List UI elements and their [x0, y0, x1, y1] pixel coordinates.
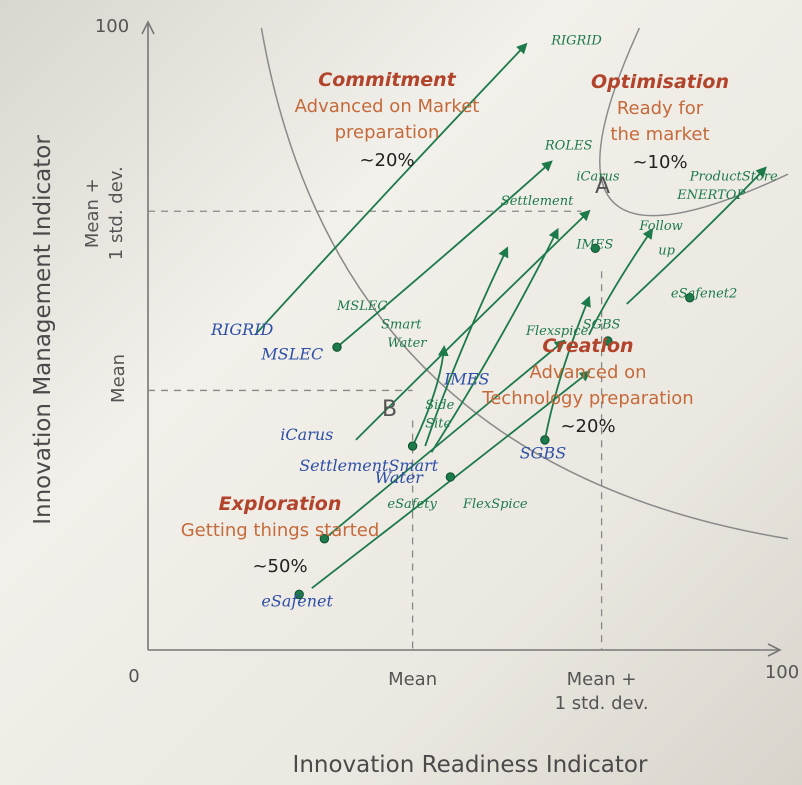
quadrant-line2-0: preparation [335, 122, 440, 143]
data-point-7 [685, 293, 695, 303]
data-point-4 [540, 435, 550, 445]
annotation-green-12: eSafenet2 [671, 287, 737, 302]
annotation-green-16: Site [425, 417, 451, 432]
quadrant-line1-2: Advanced on [529, 362, 646, 383]
quadrant-title-1: Optimisation [591, 71, 729, 93]
boundary-curve-b [260, 27, 789, 540]
data-point-1 [407, 441, 418, 451]
annotation-green-10: Smart [381, 318, 422, 333]
quadrant-line1-0: Advanced on Market [295, 96, 480, 117]
annotation-blue-1: MSLEC [260, 345, 323, 364]
annotation-green-11: Water [387, 336, 427, 351]
arrow-5 [430, 227, 559, 453]
arrow-0 [254, 42, 528, 336]
quadrant-title-3: Exploration [219, 493, 342, 515]
y-tick-100: 100 [95, 16, 129, 37]
x-tick-0: 0 [128, 666, 139, 687]
y-tick-mean-std: Mean +1 std. dev. [82, 166, 127, 260]
annotation-green-9: MSLEC [336, 299, 387, 314]
annotation-blue-5: IMES [443, 369, 489, 388]
annotation-green-18: FlexSpice [462, 497, 528, 512]
quadrant-line1-3: Getting things started [181, 520, 380, 541]
quadrant-title-0: Commitment [318, 69, 456, 91]
arrow-6 [323, 339, 566, 540]
x-tick-mean: Mean [388, 669, 437, 690]
annotation-blue-6: eSafenet [261, 592, 333, 611]
annotation-green-15: Side [425, 398, 454, 413]
y-tick-mean-std-text: Mean +1 std. dev. [82, 166, 127, 260]
y-tick-mean: Mean [108, 354, 129, 403]
data-point-6 [603, 336, 613, 346]
data-point-2 [319, 534, 330, 544]
quadrant-title-2: Creation [542, 335, 633, 357]
annotation-blue-4: Water [375, 468, 424, 487]
quadrant-line2-2: Technology preparation [481, 388, 693, 409]
annotation-green-1: ROLES [544, 138, 593, 153]
quadrant-line2-1: the market [610, 124, 709, 145]
annotation-green-2: iCarus [576, 169, 619, 184]
annotation-green-5: Settlement [501, 194, 574, 209]
data-point-0 [332, 342, 342, 352]
x-tick-mean-std: Mean +1 std. dev. [555, 669, 649, 714]
annotation-blue-3: SettlementSmart [299, 456, 439, 475]
annotation-green-0: RIGRID [550, 33, 602, 48]
y-tick-mean-text: Mean [108, 354, 129, 403]
quadrant-pct-0: ~20% [359, 150, 414, 171]
marker-a: A [595, 174, 610, 199]
quadrant-line1-1: Ready for [617, 98, 704, 119]
annotation-green-3: ProductStore [689, 169, 778, 184]
annotation-green-14: Flexspice [525, 324, 589, 339]
arrow-3 [411, 345, 449, 447]
annotation-blue-2: iCarus [280, 425, 333, 444]
x-axis-title: Innovation Readiness Indicator [293, 752, 648, 778]
annotation-blue-7: SGBS [520, 443, 567, 462]
arrow-1 [336, 160, 553, 348]
annotation-green-6: IMES [575, 237, 613, 252]
arrow-2 [424, 246, 509, 447]
annotation-green-7: Follow [638, 219, 682, 234]
boundary-curve-a [599, 27, 789, 217]
y-axis-arrow [141, 20, 155, 35]
arrow-8 [544, 295, 591, 441]
annotation-blue-0: RIGRID [210, 320, 274, 339]
annotation-green-13: SGBS [583, 318, 621, 333]
annotation-green-8: up [658, 243, 675, 258]
x-axis-arrow [767, 643, 782, 657]
arrow-9 [626, 166, 767, 305]
data-point-8 [590, 243, 600, 254]
quadrant-pct-2: ~20% [560, 416, 615, 437]
marker-b: B [382, 397, 397, 422]
annotation-green-4: ENERTOP [676, 188, 745, 203]
quadrant-pct-3: ~50% [252, 556, 307, 577]
annotation-green-17: eSafety [387, 497, 437, 512]
arrow-10 [588, 227, 654, 336]
arrow-4 [355, 209, 591, 441]
data-point-3 [294, 589, 304, 600]
data-point-5 [445, 472, 456, 482]
quadrant-pct-1: ~10% [632, 152, 687, 173]
y-axis-title: Innovation Management Indicator [30, 135, 56, 525]
x-tick-100: 100 [765, 662, 799, 683]
